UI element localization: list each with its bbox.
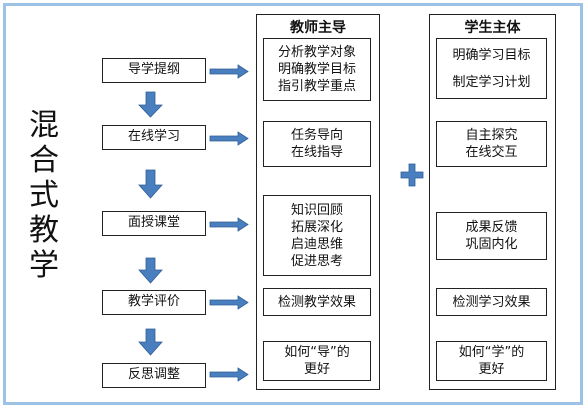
box-line: 知识回顾 [290,202,343,218]
student-header: 学生主体 [464,20,521,36]
step-box: 教学评价 [102,290,206,315]
student-box: 成果反馈 巩固内化 [436,212,547,260]
box-line: 指引教学重点 [277,79,356,94]
box-line: 检测教学效果 [277,294,356,310]
student-box: 自主探究 在线交互 [436,121,547,167]
step-box: 导学提纲 [102,58,206,83]
box-line: 启迪思维 [290,236,343,252]
down-arrow-icon [138,91,163,118]
box-line: 成果反馈 [465,220,518,235]
right-arrow-icon [209,64,249,79]
student-box: 如何“学”的 更好 [436,341,547,381]
box-line: 检测学习效果 [452,294,531,310]
box-line: 更好 [478,362,505,377]
box-line: 自主探究 [465,128,518,143]
right-arrow-icon [209,217,249,232]
box-line: 明确学习目标 [452,47,531,63]
step-box: 面授课堂 [102,211,206,236]
title-char: 学 [29,248,59,283]
teacher-box: 检测教学效果 [263,288,371,316]
teacher-box: 任务导向 在线指导 [263,121,371,167]
student-box: 检测学习效果 [436,288,547,316]
box-line: 分析教学对象 [277,45,356,60]
title-char: 教 [29,213,59,248]
box-line: 如何“学”的 [458,345,525,360]
student-box: 明确学习目标 制定学习计划 [436,38,547,99]
right-arrow-icon [209,131,249,146]
title-char: 合 [29,143,59,178]
box-line: 更好 [303,362,330,377]
title-char: 式 [29,178,59,213]
box-line: 任务导向 [290,128,343,143]
box-line: 在线指导 [290,145,343,160]
box-line: 如何“导”的 [284,345,350,360]
teacher-box: 知识回顾 拓展深化 启迪思维 促进思考 [263,195,371,276]
box-line: 在线交互 [465,145,518,160]
box-line: 明确教学目标 [277,62,356,77]
down-arrow-icon [138,257,163,284]
teacher-box: 如何“导”的 更好 [263,341,371,381]
teacher-header: 教师主导 [290,20,346,36]
box-line: 促进思考 [290,253,343,269]
teacher-box: 分析教学对象 明确教学目标 指引教学重点 [263,38,371,101]
box-line: 制定学习计划 [452,74,531,90]
plus-icon [400,163,424,187]
right-arrow-icon [209,295,249,310]
step-box: 反思调整 [102,363,206,388]
box-line: 拓展深化 [290,219,343,235]
title-char: 混 [29,108,59,143]
down-arrow-icon [138,169,163,199]
right-arrow-icon [209,367,249,382]
step-box: 在线学习 [102,125,206,150]
down-arrow-icon [138,328,163,356]
box-line: 巩固内化 [465,237,518,252]
vertical-title: 混 合 式 教 学 [24,108,64,283]
